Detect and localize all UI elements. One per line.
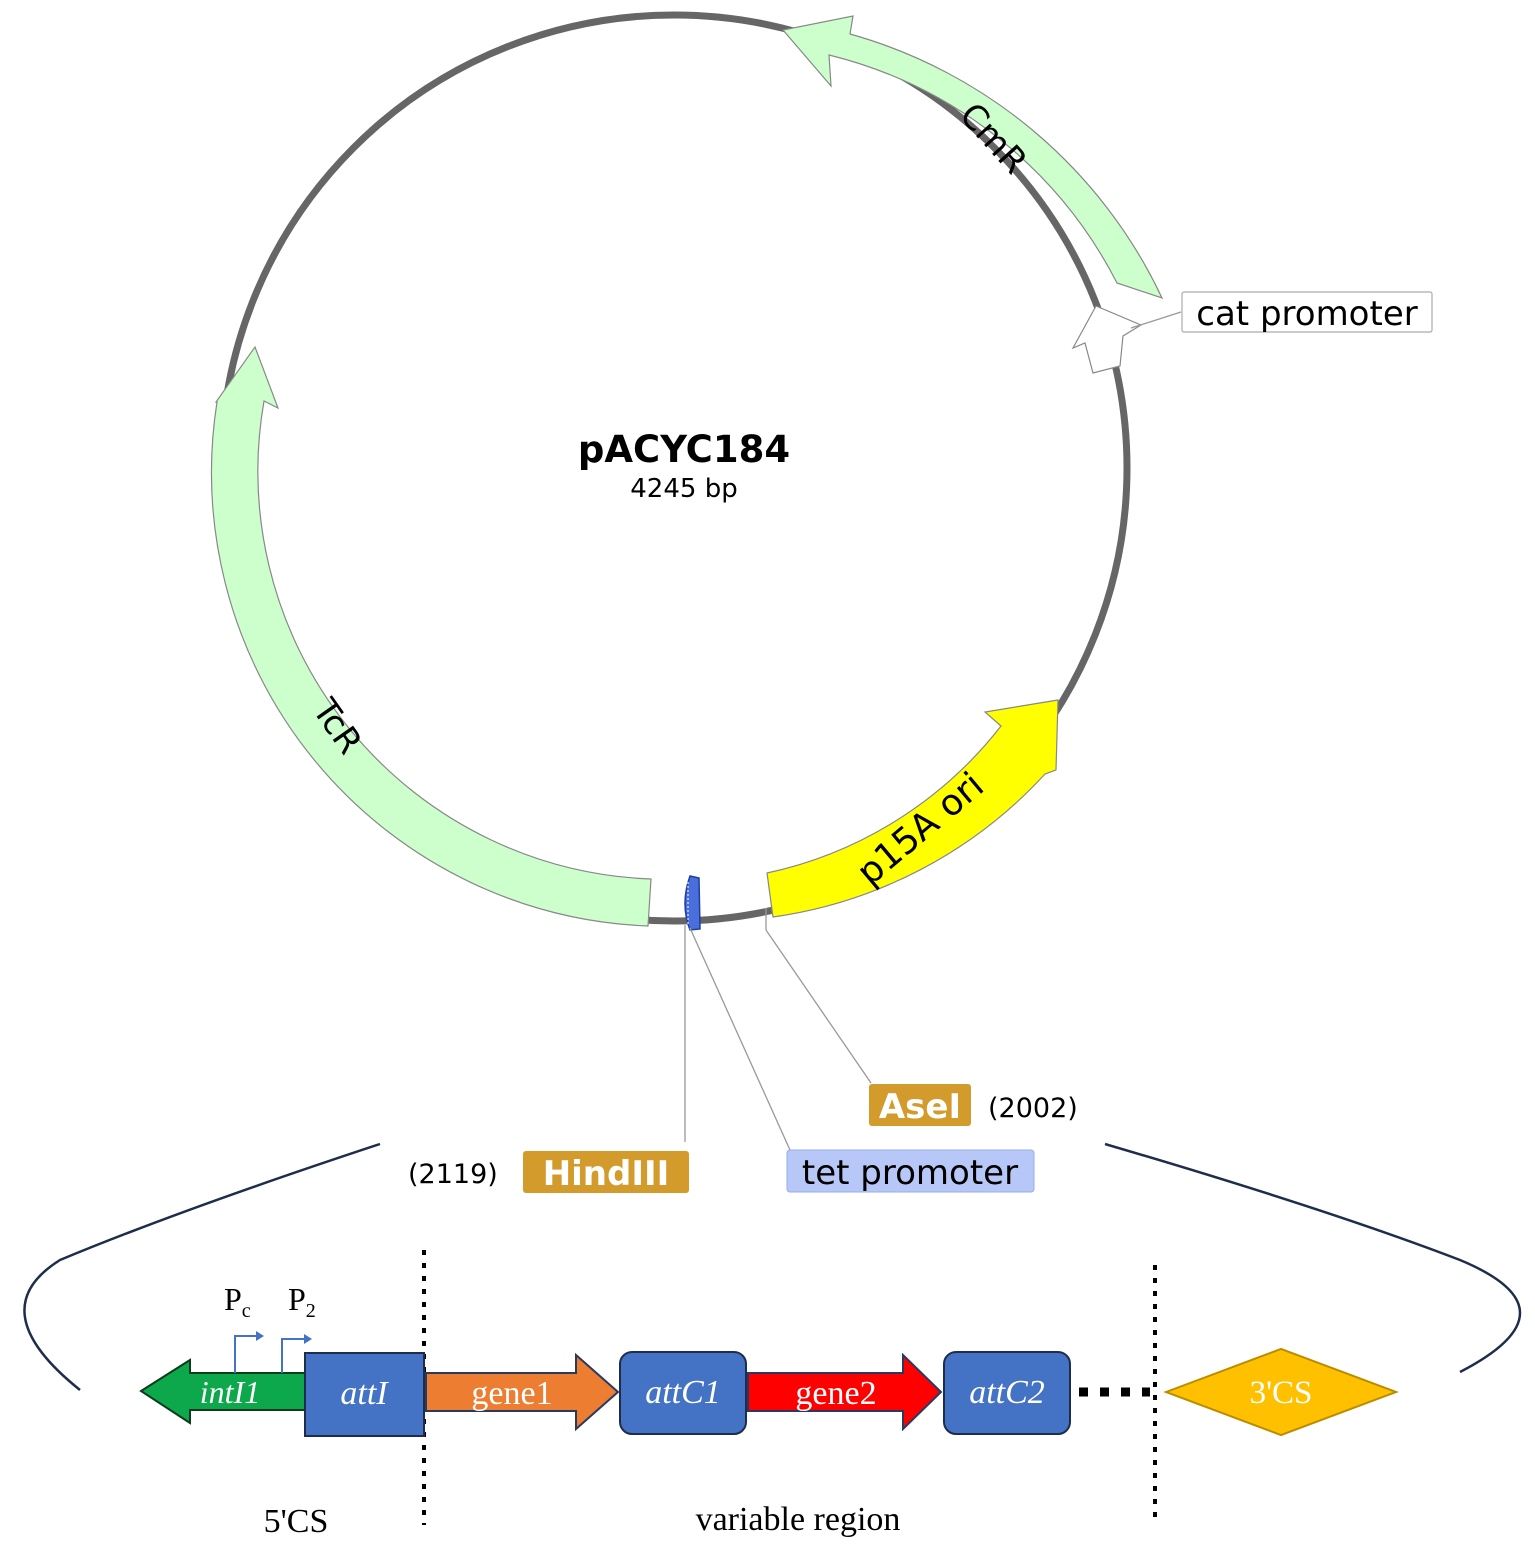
atti-label: attI <box>340 1375 389 1412</box>
region-5cs-label: 5'CS <box>264 1503 329 1540</box>
tet-promoter-label-box <box>786 1149 1035 1193</box>
zoom-bracket-right <box>1104 1142 1521 1374</box>
inti1-arrow <box>139 1358 306 1425</box>
p2-promoter-arrow <box>281 1338 308 1373</box>
cmr-feature-arrow <box>781 15 1164 300</box>
cat-promoter-label: cat promoter <box>1196 294 1417 334</box>
gene2-label: gene2 <box>795 1375 876 1412</box>
atti-box <box>304 1352 425 1437</box>
attc2-label: attC2 <box>969 1374 1045 1411</box>
3cs-diamond <box>1163 1347 1399 1437</box>
gene1-arrow <box>425 1352 620 1432</box>
plasmid-size: 4245 bp <box>630 474 737 504</box>
p2-promoter-arrowhead <box>304 1334 312 1344</box>
region-variable-label: variable region <box>696 1501 901 1538</box>
plasmid-name: pACYC184 <box>578 428 790 471</box>
pc-promoter-arrow <box>234 1335 260 1373</box>
asei-position: (2002) <box>988 1093 1078 1124</box>
asei-leader-line-2 <box>765 929 872 1084</box>
cat-promoter-arrow <box>1071 305 1143 374</box>
attc1-box <box>619 1351 747 1435</box>
p2-label: P2 <box>288 1281 316 1322</box>
tet-leader-line <box>689 927 791 1151</box>
pc-promoter-arrowhead <box>256 1331 264 1341</box>
cat-promoter-label-box <box>1181 291 1433 333</box>
3cs-label: 3'CS <box>1250 1375 1313 1411</box>
gene2-arrow <box>747 1352 943 1432</box>
tet-promoter-label: tet promoter <box>802 1153 1018 1193</box>
attc2-box <box>943 1351 1071 1435</box>
hindiii-label: HindIII <box>543 1154 670 1194</box>
hindiii-badge <box>523 1151 689 1193</box>
asei-label: AseI <box>879 1087 961 1127</box>
pc-label: Pc <box>224 1281 251 1322</box>
zoom-bracket-left <box>23 1142 381 1391</box>
tcr-feature-arrow <box>210 345 652 927</box>
attc1-label: attC1 <box>645 1374 721 1411</box>
cat-leader-line <box>1130 311 1182 329</box>
asei-badge <box>869 1084 971 1126</box>
tet-promoter-feature <box>684 875 701 931</box>
hindiii-position: (2119) <box>408 1159 498 1190</box>
inti1-label: intI1 <box>200 1374 260 1410</box>
p15a-ori-feature-arrow <box>766 699 1059 918</box>
gene1-label: gene1 <box>471 1375 552 1412</box>
